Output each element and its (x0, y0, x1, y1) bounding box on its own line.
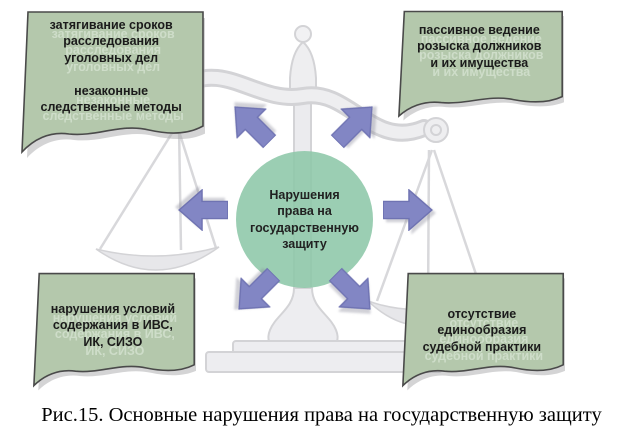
box-line: ИК, СИЗО (83, 334, 143, 349)
figure-caption: Рис.15. Основные нарушения права на госу… (41, 404, 602, 426)
arrow-left-icon (178, 189, 228, 231)
box-bottom-left-text: нарушения условий содержания в ИВС, ИК, … (38, 301, 188, 350)
arrow-up-left-icon (219, 91, 284, 156)
box-line: и их имущества (430, 55, 529, 70)
box-line: нарушения условий (50, 302, 176, 316)
box-line: следственные методы (40, 100, 182, 115)
box-line: расследования (63, 34, 160, 49)
box-bottom-left: нарушения условий содержания в ИВС, ИК, … (33, 272, 196, 392)
center-line: государственную (250, 220, 359, 235)
box-line: единообразия (437, 323, 527, 338)
box-line: затягивание сроков (49, 18, 173, 32)
box-top-right: пассивное ведение розыска должников и их… (398, 10, 564, 122)
box-line (27, 66, 196, 82)
arrow-down-right-icon (320, 259, 385, 324)
box-line: незаконные (74, 83, 149, 98)
box-line: содержания в ИВС, (52, 318, 173, 333)
box-line: судебной практики (422, 339, 542, 354)
box-top-left: затягивание сроков расследования уголовн… (21, 10, 205, 160)
box-bottom-right: отсутствие единообразия судебной практик… (402, 272, 565, 392)
box-line: розыска должников (417, 39, 542, 54)
center-line: права на (277, 204, 332, 218)
center-line: защиту (282, 237, 327, 251)
center-topic-circle: Нарушения права на государственную защит… (236, 151, 373, 288)
box-line: пассивное ведение (418, 23, 540, 37)
center-line: Нарушения (269, 187, 340, 202)
arrow-up-right-icon (322, 91, 387, 156)
center-topic-text: Нарушения права на государственную защит… (236, 187, 373, 253)
box-line: уголовных дел (64, 50, 159, 65)
box-bottom-right-text: отсутствие единообразия судебной практик… (407, 306, 557, 355)
box-top-right-text: пассивное ведение розыска должников и их… (403, 22, 556, 71)
box-top-left-text: затягивание сроков расследования уголовн… (27, 17, 196, 115)
box-line: отсутствие (447, 307, 517, 321)
arrow-right-icon (383, 189, 433, 231)
arrow-down-left-icon (223, 259, 288, 324)
